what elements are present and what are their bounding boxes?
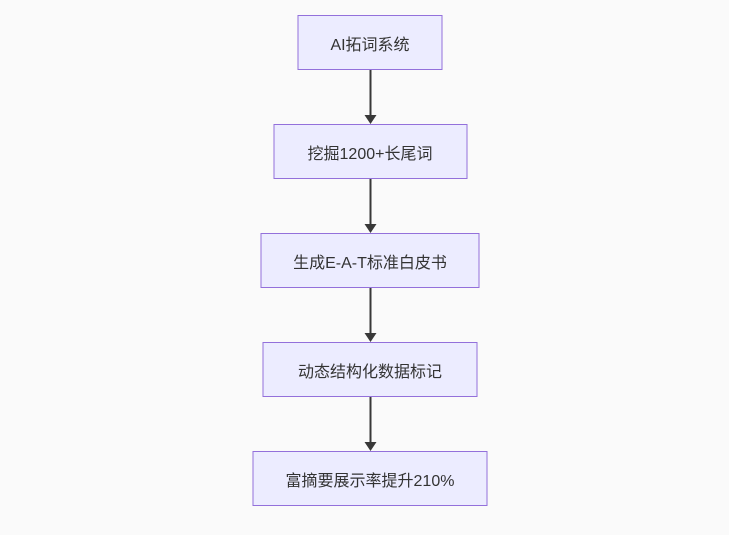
node-label: AI拓词系统	[330, 36, 410, 54]
arrowhead-icon	[364, 333, 376, 342]
arrow-line	[369, 70, 371, 115]
flowchart-node-eat-whitepaper: 生成E-A-T标准白皮书	[260, 233, 480, 288]
flowchart-column: AI拓词系统 挖掘1200+长尾词 生成E-A-T标准白皮书 动态结构化数据标记	[252, 15, 488, 506]
flowchart-node-longtail-keywords: 挖掘1200+长尾词	[273, 124, 467, 179]
arrowhead-icon	[364, 442, 376, 451]
flow-arrow-2	[363, 179, 377, 233]
node-label: 富摘要展示率提升210%	[285, 472, 455, 490]
arrowhead-icon	[364, 224, 376, 233]
flow-arrow-1	[363, 70, 377, 124]
flowchart-node-ai-system: AI拓词系统	[297, 15, 443, 70]
arrow-line	[369, 288, 371, 333]
flow-arrow-3	[363, 288, 377, 342]
node-label: 动态结构化数据标记	[297, 363, 442, 381]
arrow-line	[369, 179, 371, 224]
arrow-line	[369, 397, 371, 442]
flowchart-node-structured-data: 动态结构化数据标记	[262, 342, 478, 397]
flowchart-node-rich-snippet-result: 富摘要展示率提升210%	[252, 451, 488, 506]
flow-arrow-4	[363, 397, 377, 451]
node-label: 挖掘1200+长尾词	[307, 145, 433, 163]
node-label: 生成E-A-T标准白皮书	[293, 254, 447, 272]
arrowhead-icon	[364, 115, 376, 124]
